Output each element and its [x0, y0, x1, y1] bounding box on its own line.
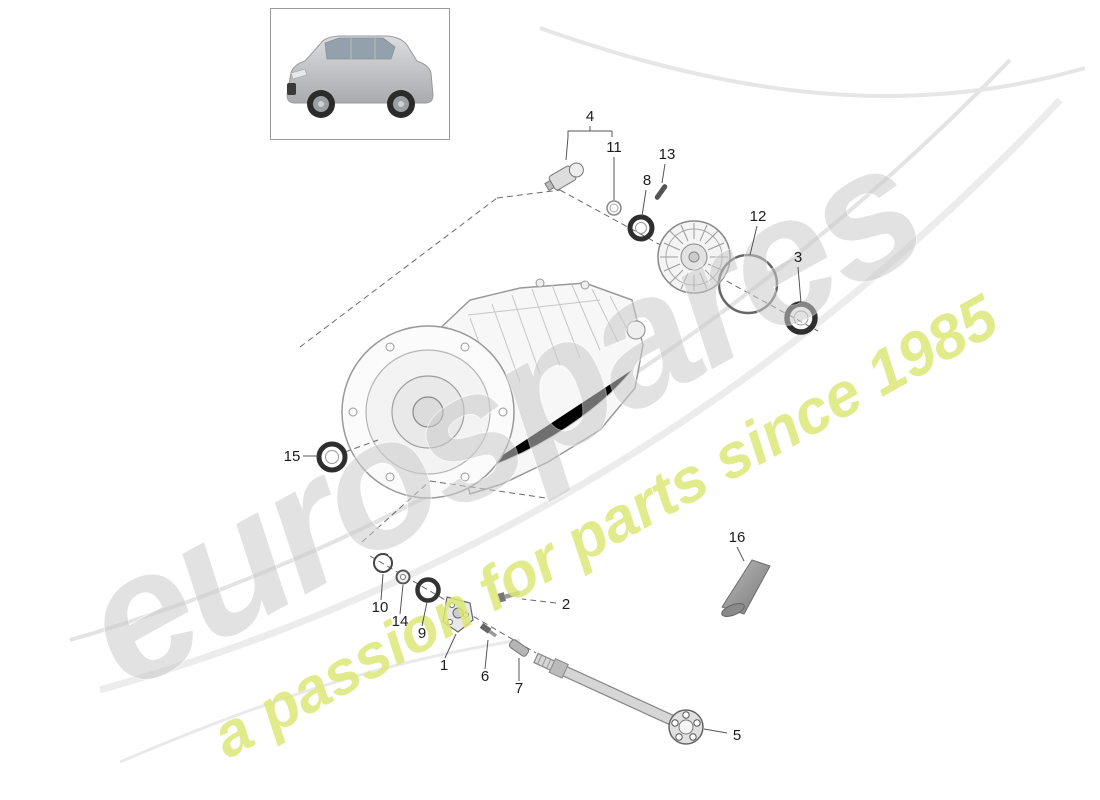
callout-14[interactable]: 14 [392, 613, 409, 630]
callout-15[interactable]: 15 [284, 448, 301, 465]
bell-housing [341, 325, 515, 499]
case-top-boss-2 [580, 280, 590, 290]
callout-10[interactable]: 10 [372, 599, 389, 616]
case-top-boss [535, 278, 545, 288]
car-grille [287, 83, 296, 95]
part-10-snap-ring [373, 550, 395, 573]
part-7-sleeve [508, 639, 530, 657]
part-16-boot [721, 559, 771, 617]
callout-8[interactable]: 8 [643, 172, 651, 189]
part-13-pin [654, 184, 668, 200]
callout-9[interactable]: 9 [418, 625, 426, 642]
part-2-bolt [496, 590, 521, 603]
callout-labels: 1 2 3 4 5 6 7 8 9 10 11 12 13 14 15 16 [284, 108, 803, 744]
part-6-bolt [479, 622, 498, 638]
callout-3[interactable]: 3 [794, 249, 802, 266]
callout-13[interactable]: 13 [659, 146, 676, 163]
car-headlight [290, 68, 308, 80]
part-9-seal-ring [415, 577, 441, 603]
part-4-pump-flange [544, 162, 584, 192]
part-8-shaft-seal [627, 214, 655, 242]
selector-shaft [533, 652, 679, 728]
part-14-washer [395, 569, 411, 585]
callout-6[interactable]: 6 [481, 668, 489, 685]
part-12-o-ring [717, 253, 779, 315]
callout-16[interactable]: 16 [729, 529, 746, 546]
part-15-seal-ring [316, 441, 348, 473]
part-11-ring [606, 200, 622, 216]
part-1-selector-flange [442, 596, 474, 633]
callout-12[interactable]: 12 [750, 208, 767, 225]
case-output-boss [626, 320, 646, 340]
callout-7[interactable]: 7 [515, 680, 523, 697]
callout-4[interactable]: 4 [586, 108, 594, 125]
vehicle-thumbnail-box [270, 8, 450, 140]
part-5-shaft-flange [668, 709, 704, 745]
callout-5[interactable]: 5 [733, 727, 741, 744]
transmission-case [341, 278, 646, 499]
callout-leaders [303, 126, 802, 734]
callout-2[interactable]: 2 [562, 596, 570, 613]
case-ribs [467, 284, 633, 471]
part-3-seal-ring [784, 301, 818, 335]
car-body [286, 35, 434, 104]
vehicle-illustration [286, 35, 434, 118]
car-windows [324, 37, 396, 60]
clutch-carrier-disc [657, 220, 731, 294]
callout-11[interactable]: 11 [606, 139, 622, 156]
callout-1[interactable]: 1 [440, 657, 448, 674]
